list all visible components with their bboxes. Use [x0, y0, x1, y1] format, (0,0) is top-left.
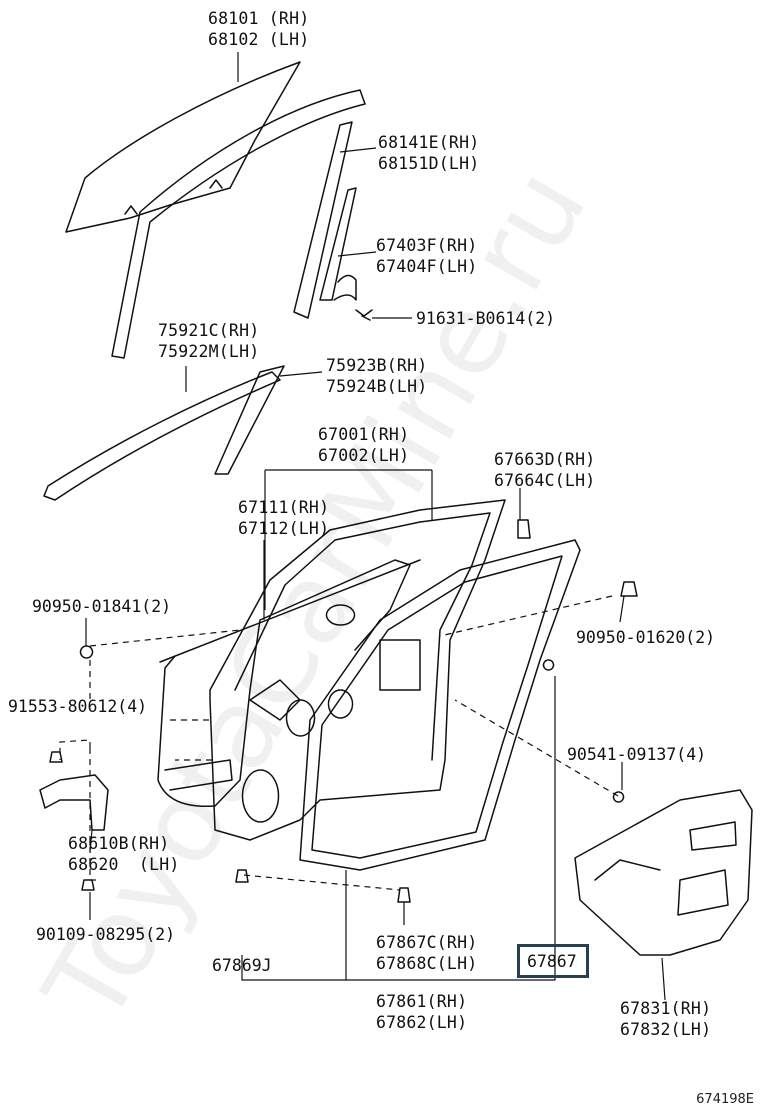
- callout-glass-run: 68141E(RH)68151D(LH): [378, 133, 480, 173]
- door-hinge: [39, 774, 109, 831]
- callout-belt-moulding: 75921C(RH)75922M(LH): [158, 321, 260, 361]
- callout-division-bar: 67403F(RH)67404F(LH): [376, 236, 478, 276]
- callout-bolt-91631: 91631-B0614(2): [416, 309, 556, 328]
- callout-clip-67867c: 67867C(RH)67868C(LH): [376, 933, 478, 973]
- callout-door-outer: 67111(RH)67112(LH): [238, 498, 330, 538]
- door-outer-panel: [157, 559, 421, 808]
- division-bar: [319, 187, 373, 321]
- callout-plug-90541: 90541-09137(4): [567, 745, 707, 764]
- callout-bolt-91553: 91553-80612(4): [8, 697, 148, 716]
- callout-service-hole-cover: 67831(RH)67832(LH): [620, 999, 712, 1039]
- door-weatherstrip: [299, 539, 581, 871]
- door-glass: [65, 61, 301, 233]
- fasteners: [49, 519, 638, 903]
- glass-run-channel: [111, 89, 366, 359]
- callout-plug-90950-01841: 90950-01841(2): [32, 597, 172, 616]
- callout-weatherstrip: 67861(RH)67862(LH): [376, 992, 468, 1032]
- leader-lines: [85, 52, 666, 1001]
- callout-pillar-moulding: 75923B(RH)75924B(LH): [326, 356, 428, 396]
- callout-plug-90950-01620: 90950-01620(2): [576, 628, 716, 647]
- belt-moulding-outer: [43, 365, 285, 501]
- callout-clip-67869: 67869J: [212, 956, 272, 975]
- highlighted-part-67867[interactable]: 67867: [517, 944, 589, 978]
- service-hole-cover: [574, 789, 753, 956]
- callout-door-panel: 67001(RH)67002(LH): [318, 425, 410, 465]
- callout-bolt-90109: 90109-08295(2): [36, 925, 176, 944]
- callout-glass: 68101 (RH)68102 (LH): [208, 9, 310, 49]
- callout-clip-67867: 67867: [527, 952, 577, 971]
- callout-clip-67663: 67663D(RH)67664C(LH): [494, 450, 596, 490]
- figure-code: 674198E: [696, 1092, 754, 1107]
- callout-hinge: 68610B(RH)68620 (LH): [68, 834, 180, 874]
- door-inner-frame: [209, 499, 506, 841]
- dashed-leaders: [59, 595, 619, 891]
